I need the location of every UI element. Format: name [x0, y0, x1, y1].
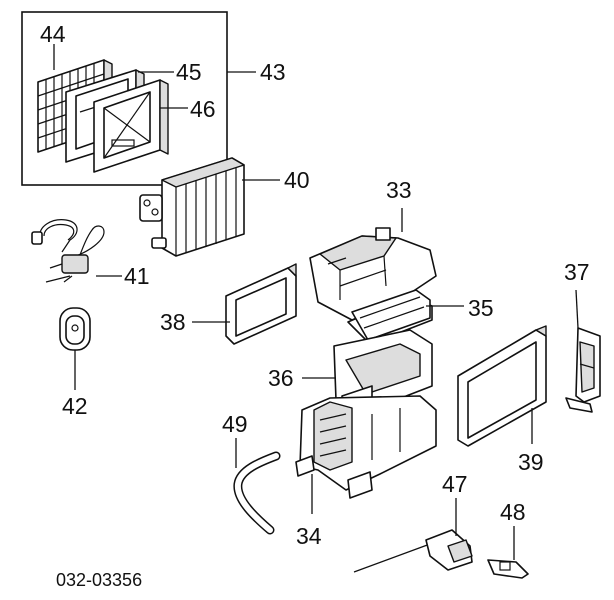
callout-44: 44 — [40, 21, 66, 47]
part-36-lower-housing[interactable] — [333, 329, 433, 417]
part-38-seal-frame[interactable] — [225, 263, 297, 345]
leader-lines — [53, 44, 579, 560]
part-48-clip[interactable] — [487, 559, 529, 579]
part-47-actuator-link[interactable] — [353, 529, 473, 573]
callout-46: 46 — [190, 96, 216, 122]
callout-47: 47 — [442, 471, 468, 497]
callout-33: 33 — [386, 177, 412, 203]
callout-38: 38 — [160, 309, 186, 335]
callout-42: 42 — [62, 393, 88, 419]
part-46-filter-case[interactable] — [93, 79, 169, 173]
part-49-drain-hose[interactable] — [233, 451, 281, 535]
callout-43: 43 — [260, 59, 286, 85]
callout-41: 41 — [124, 263, 150, 289]
part-34-heater-case[interactable] — [295, 395, 437, 499]
callout-49: 49 — [222, 411, 248, 437]
part-39-seal-frame[interactable] — [457, 325, 547, 447]
filter-inset-box — [21, 11, 228, 186]
part-40-evaporator[interactable] — [139, 157, 245, 257]
part-41-expansion-valve[interactable] — [31, 219, 105, 283]
part-42-grommet[interactable] — [59, 307, 91, 351]
callout-34: 34 — [296, 523, 322, 549]
callout-39: 39 — [518, 449, 544, 475]
part-37-bracket[interactable] — [565, 327, 601, 413]
diagram-code: 032-03356 — [56, 570, 142, 590]
callout-40: 40 — [284, 167, 310, 193]
callout-36: 36 — [268, 365, 294, 391]
callout-48: 48 — [500, 499, 526, 525]
part-35-duct[interactable] — [351, 289, 431, 341]
callout-45: 45 — [176, 59, 202, 85]
callout-37: 37 — [564, 259, 590, 285]
callout-35: 35 — [468, 295, 494, 321]
